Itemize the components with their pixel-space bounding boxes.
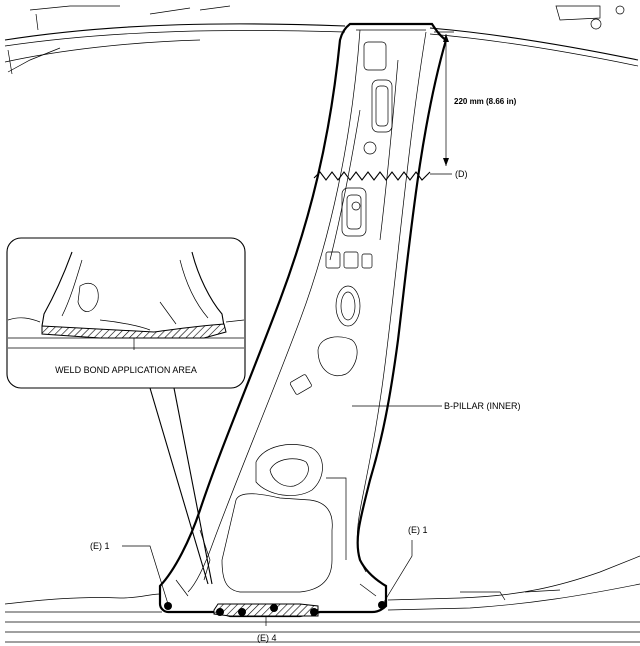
annotations: 220 mm (8.66 in) (D) B-PILLAR (INNER) (E… — [90, 97, 521, 643]
weld-spot-bottom-2 — [238, 608, 246, 616]
weld-bottom-label: (E) 4 — [257, 633, 277, 643]
cut-line-label: (D) — [455, 169, 468, 179]
detail-caption: WELD BOND APPLICATION AREA — [55, 365, 197, 375]
cut-line — [313, 171, 452, 181]
weld-left-label: (E) 1 — [90, 541, 110, 551]
b-pillar-inner-panel — [158, 22, 448, 618]
dimension-220mm — [434, 31, 454, 166]
weld-spot-bottom-1 — [216, 608, 224, 616]
part-name-label: B-PILLAR (INNER) — [444, 401, 521, 411]
detail-callout: WELD BOND APPLICATION AREA — [6, 237, 246, 585]
weld-right-label: (E) 1 — [408, 525, 428, 535]
roof-rail-lines — [4, 5, 639, 75]
weld-spot-left — [164, 602, 172, 610]
weld-spot-bottom-3 — [270, 604, 278, 612]
side-sill-lines — [4, 555, 640, 643]
weld-spot-right — [378, 601, 386, 609]
weld-spot-bottom-4 — [310, 608, 318, 616]
dimension-label: 220 mm (8.66 in) — [454, 97, 517, 106]
